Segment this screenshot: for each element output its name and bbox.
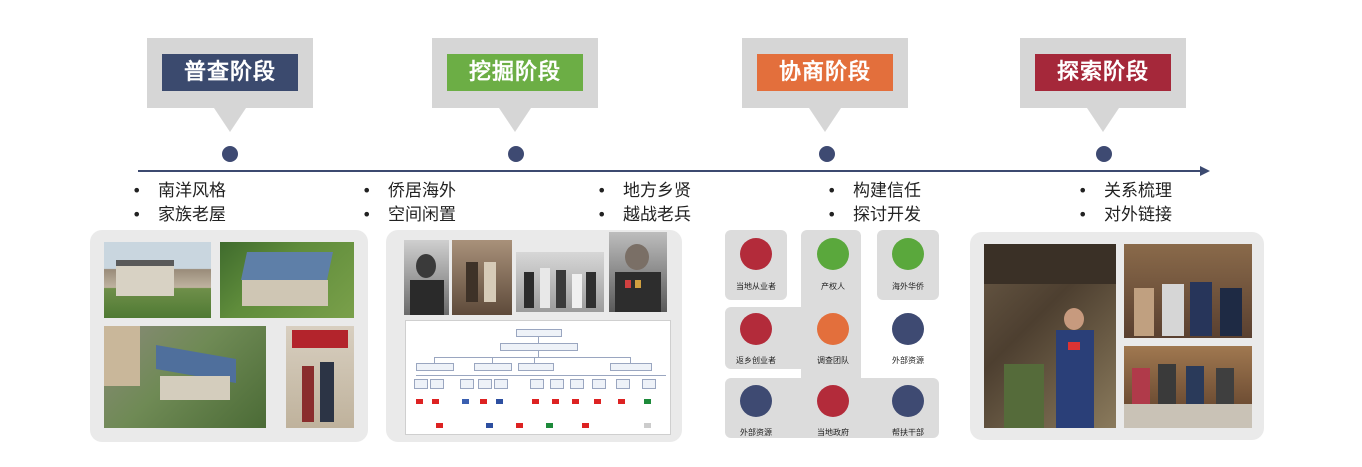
bullets-explore: •关系梳理 •对外链接: [1078, 179, 1172, 227]
node-label: 返乡创业者: [736, 356, 776, 365]
bullet-item: •地方乡贤: [597, 181, 691, 201]
tree-node: [460, 379, 474, 389]
flag-icon: [432, 399, 439, 404]
family-tree-chart: [405, 320, 671, 435]
node-label: 外部资源: [892, 356, 924, 365]
flag-icon: [462, 399, 469, 404]
bullets-negotiate: •构建信任 •探讨开发: [827, 179, 921, 227]
node-external-resources: [892, 313, 924, 345]
stage-label-survey: 普查阶段: [162, 54, 298, 91]
node-survey-team: [817, 313, 849, 345]
flag-icon: [552, 399, 559, 404]
portrait-soldier-photo: [404, 240, 449, 315]
node-label: 外部资源: [740, 428, 772, 437]
tree-node: [430, 379, 444, 389]
timeline-axis: [138, 170, 1202, 172]
tree-node: [570, 379, 584, 389]
legend-flag-icon: [546, 423, 553, 428]
legend-flag-icon: [516, 423, 523, 428]
old-house-photo: [104, 242, 211, 318]
node-local-practitioners: [740, 238, 772, 270]
tree-node: [416, 363, 454, 371]
tree-node: [478, 379, 492, 389]
tree-node: [592, 379, 606, 389]
timeline-arrowhead: [1200, 166, 1210, 176]
tree-node: [500, 343, 578, 351]
veteran-portrait-photo: [609, 232, 667, 312]
legend-flag-icon: [486, 423, 493, 428]
flag-icon: [644, 399, 651, 404]
bullets-excavate-a: •侨居海外 •空间闲置: [362, 179, 456, 227]
tree-node: [642, 379, 656, 389]
visitor-in-courtyard-photo: [984, 244, 1116, 428]
timeline-dot-excavate: [508, 146, 524, 162]
node-label: 海外华侨: [892, 282, 924, 291]
tree-node: [616, 379, 630, 389]
node-external-resources-2: [740, 385, 772, 417]
timeline-dot-survey: [222, 146, 238, 162]
flag-icon: [532, 399, 539, 404]
stage-callout-explore: 探索阶段: [1020, 38, 1186, 132]
tree-node: [518, 363, 554, 371]
node-label: 当地从业者: [736, 282, 776, 291]
node-label: 产权人: [821, 282, 845, 291]
node-overseas-chinese: [892, 238, 924, 270]
node-label: 调查团队: [817, 356, 849, 365]
flag-icon: [594, 399, 601, 404]
tree-node: [474, 363, 512, 371]
stage-label-negotiate: 协商阶段: [757, 54, 893, 91]
bullet-item: •探讨开发: [827, 205, 921, 225]
flag-icon: [496, 399, 503, 404]
node-label: 当地政府: [817, 428, 849, 437]
flag-icon: [572, 399, 579, 404]
villagers-at-door-photo: [286, 326, 354, 428]
bullet-item: •构建信任: [827, 181, 921, 201]
bullet-item: •对外链接: [1078, 205, 1172, 225]
stage-callout-excavate: 挖掘阶段: [432, 38, 598, 132]
bullet-item: •空间闲置: [362, 205, 456, 225]
flag-icon: [416, 399, 423, 404]
tiled-roof-house-photo: [220, 242, 354, 318]
timeline-dot-negotiate: [819, 146, 835, 162]
timeline-dot-explore: [1096, 146, 1112, 162]
bullets-survey: •南洋风格 •家族老屋: [132, 179, 226, 227]
dinner-gathering-photo: [1124, 346, 1252, 428]
flag-icon: [480, 399, 487, 404]
group-meeting-photo: [1124, 244, 1252, 338]
aerial-house-photo: [104, 326, 266, 428]
tree-node: [414, 379, 428, 389]
tree-node: [516, 329, 562, 337]
bullet-item: •南洋风格: [132, 181, 226, 201]
node-returning-entrepreneurs: [740, 313, 772, 345]
flag-icon: [618, 399, 625, 404]
tree-node: [494, 379, 508, 389]
tree-node: [530, 379, 544, 389]
legend-flag-icon: [582, 423, 589, 428]
bullet-item: •越战老兵: [597, 205, 691, 225]
bullet-item: •关系梳理: [1078, 181, 1172, 201]
node-property-owner: [817, 238, 849, 270]
exploration-photo-panel: [970, 232, 1264, 440]
bullet-item: •家族老屋: [132, 205, 226, 225]
legend-flag-icon: [644, 423, 651, 428]
family-old-photo: [452, 240, 512, 315]
group-family-photo: [516, 252, 604, 312]
tree-node: [610, 363, 652, 371]
node-support-cadres: [892, 385, 924, 417]
stage-callout-survey: 普查阶段: [147, 38, 313, 132]
stage-label-excavate: 挖掘阶段: [447, 54, 583, 91]
bullets-excavate-b: •地方乡贤 •越战老兵: [597, 179, 691, 227]
node-local-government: [817, 385, 849, 417]
node-label: 帮扶干部: [892, 428, 924, 437]
legend-flag-icon: [436, 423, 443, 428]
bullet-item: •侨居海外: [362, 181, 456, 201]
stage-label-explore: 探索阶段: [1035, 54, 1171, 91]
survey-photo-panel: [90, 230, 368, 442]
stage-callout-negotiate: 协商阶段: [742, 38, 908, 132]
tree-node: [550, 379, 564, 389]
